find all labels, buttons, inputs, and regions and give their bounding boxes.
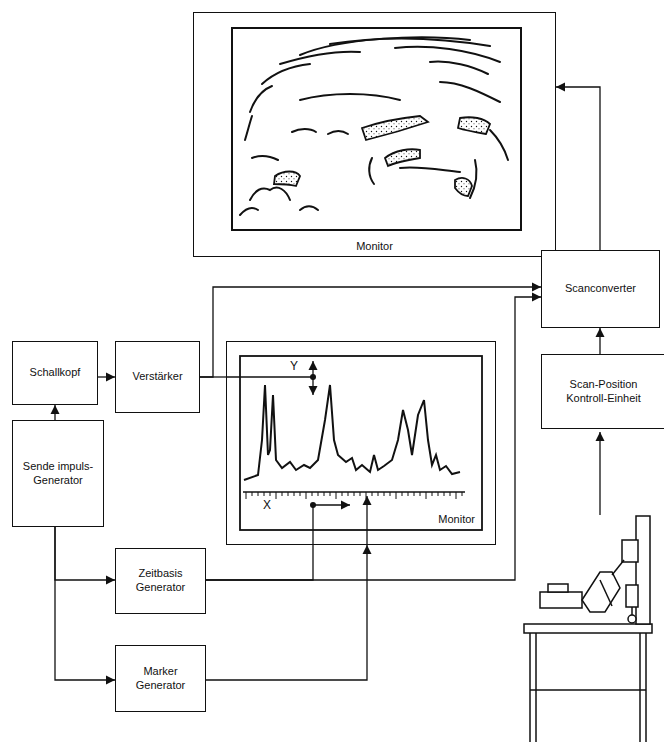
signal-connector <box>200 376 226 377</box>
signal-connector <box>55 527 115 680</box>
scale-ticks <box>246 492 462 499</box>
monitor-screen <box>240 356 482 530</box>
node-label: Zeitbasis Generator <box>120 567 201 595</box>
monitor-screen <box>232 28 521 230</box>
pulse-generator-box: Sende impuls- Generator <box>12 420 104 527</box>
x-sweep-arrow <box>313 504 350 505</box>
signal-connector <box>206 545 313 580</box>
a-scan-monitor: Monitor <box>226 341 496 545</box>
brain-echogram <box>240 37 508 215</box>
signal-connector <box>54 405 55 420</box>
signal-lead <box>226 376 313 377</box>
transducer-box: Schallkopf <box>12 341 98 405</box>
scanconverter-box: Scanconverter <box>541 250 660 328</box>
display-monitor: Monitor <box>193 12 556 257</box>
echo-region <box>274 116 490 196</box>
a-scan-trace <box>244 385 460 480</box>
node-label: Monitor <box>436 513 477 527</box>
amplifier-box: Verstärker <box>115 341 200 413</box>
signal-connector <box>200 287 541 377</box>
node-label: Verstärker <box>130 370 184 384</box>
axis-label: X <box>262 499 272 511</box>
sweep-lead <box>312 505 313 545</box>
signal-connector <box>55 527 115 580</box>
y-point <box>310 374 316 380</box>
compound-scanner <box>524 516 652 742</box>
node-label: Marker Generator <box>120 665 201 693</box>
marker-generator-box: Marker Generator <box>115 645 206 712</box>
signal-connector <box>599 328 600 354</box>
marker-lead <box>366 496 367 545</box>
node-label: Scan-Position Kontroll-Einheit <box>546 378 661 406</box>
x-point <box>310 502 316 508</box>
axis-label: Y <box>289 360 299 372</box>
node-label: Schallkopf <box>28 366 83 380</box>
signal-connector <box>206 545 367 680</box>
position-lead <box>599 432 600 515</box>
node-label: Monitor <box>354 240 395 254</box>
timebase-box: Zeitbasis Generator <box>115 548 206 614</box>
node-label: Sende impuls- Generator <box>17 460 99 488</box>
signal-connector <box>206 297 541 580</box>
position-control-box: Scan-Position Kontroll-Einheit <box>541 354 664 429</box>
node-label: Scanconverter <box>563 282 638 296</box>
signal-connector <box>556 87 600 250</box>
signal-connector <box>98 376 115 377</box>
